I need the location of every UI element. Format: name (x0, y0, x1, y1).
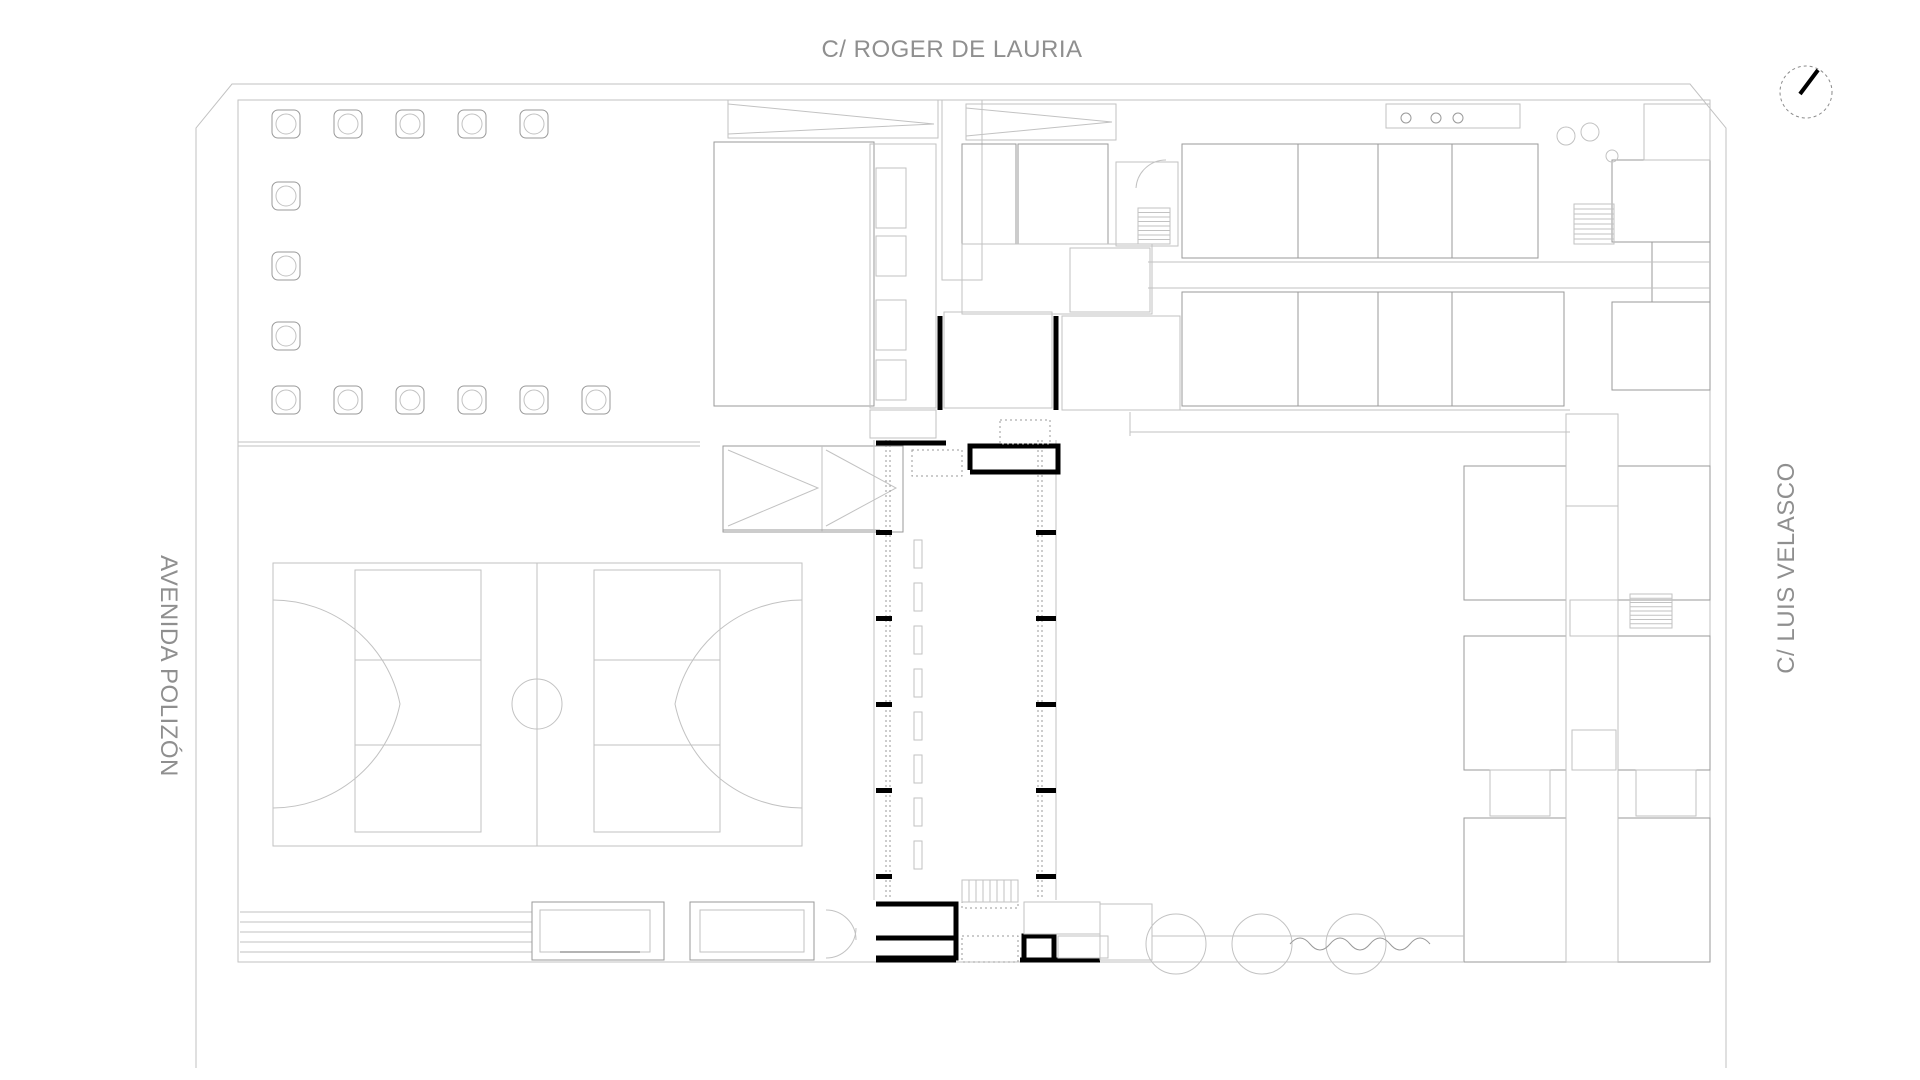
site-boundary (195, 83, 1727, 1068)
bench (913, 711, 923, 741)
column (876, 702, 892, 707)
classroom (1651, 241, 1711, 303)
planter-tree (271, 321, 301, 351)
planter-tree (271, 385, 301, 415)
planter-tree (457, 109, 487, 139)
planter-tree (519, 385, 549, 415)
planter-tree (395, 385, 425, 415)
stairs (961, 203, 1673, 903)
column (876, 616, 892, 621)
running-track (240, 911, 532, 953)
classroom (1297, 291, 1379, 407)
north-block (941, 99, 1181, 411)
bench (913, 840, 923, 870)
planter-tree (271, 109, 301, 139)
central-hall (873, 440, 1057, 900)
south-garden (1140, 913, 1464, 975)
east-classrooms (1129, 143, 1711, 436)
column (1036, 874, 1056, 879)
column (1036, 616, 1056, 621)
planter-tree (457, 385, 487, 415)
planter-tree (519, 109, 549, 139)
street-label-left: AVENIDA POLIZÓN (155, 555, 182, 777)
column (1036, 702, 1056, 707)
classroom (1451, 143, 1539, 259)
column (1036, 788, 1056, 793)
classroom (1611, 159, 1711, 243)
covered-walkway (722, 445, 904, 533)
column (1036, 530, 1056, 535)
hall-entrance-walls (876, 311, 1061, 477)
stair (1573, 203, 1615, 245)
planter-tree (581, 385, 611, 415)
street-label-right: C/ LUIS VELASCO (1773, 462, 1800, 674)
stair (961, 879, 1019, 903)
bench (913, 668, 923, 698)
bench (913, 539, 923, 569)
classroom (1297, 143, 1379, 259)
planter-tree (333, 109, 363, 139)
column (876, 788, 892, 793)
north-arrow-icon (1779, 65, 1833, 119)
stair (1629, 593, 1673, 629)
column (876, 530, 892, 535)
planter-tree (271, 181, 301, 211)
classroom (1611, 301, 1711, 391)
gymnasium (713, 99, 939, 439)
classroom (1377, 143, 1453, 259)
north-east-terrace (1385, 103, 1711, 163)
classroom (1451, 291, 1565, 407)
classroom (1377, 291, 1453, 407)
classroom (1181, 143, 1299, 259)
bench (913, 797, 923, 827)
east-wing (1463, 413, 1711, 963)
planter-tree (271, 251, 301, 281)
hall-bottom-core (876, 879, 1153, 963)
building-perimeter (237, 99, 1711, 963)
bench (913, 754, 923, 784)
service-buildings (531, 901, 857, 961)
bench (913, 582, 923, 612)
stair (1137, 207, 1171, 245)
classroom (1181, 291, 1299, 407)
column (876, 874, 892, 879)
bench (913, 625, 923, 655)
planter-tree (395, 109, 425, 139)
sports-court (272, 562, 803, 847)
planter-tree (333, 385, 363, 415)
street-label-top: C/ ROGER DE LAURIA (821, 36, 1083, 63)
playground-trees (271, 109, 611, 415)
